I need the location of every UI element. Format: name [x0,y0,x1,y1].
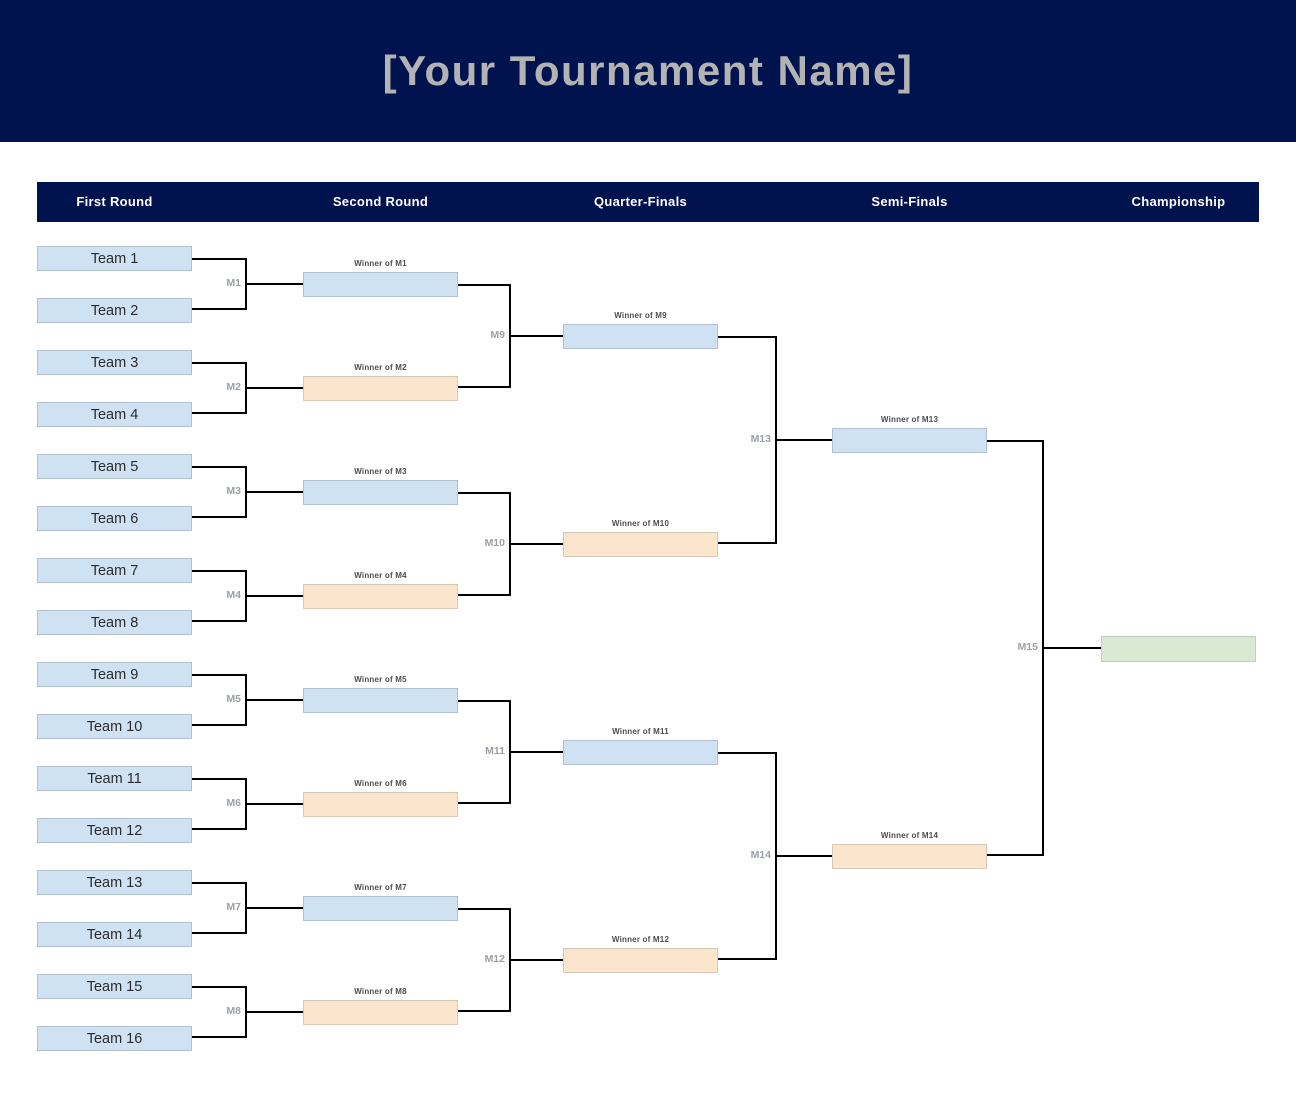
connector-m9 [458,284,511,388]
team-14-box: Team 14 [37,922,192,947]
winner-label-m14: Winner of M14 [880,831,939,840]
team-2-box: Team 2 [37,298,192,323]
round-label-first-round: First Round [76,194,153,209]
connector-m12-stub [511,959,563,961]
connector-m14-stub [777,855,832,857]
slot-winner-of-m2 [303,376,458,401]
slot-winner-of-m10 [563,532,718,557]
tournament-title: [Your Tournament Name] [382,47,914,94]
connector-m3-stub [247,491,303,493]
slot-winner-of-m14 [832,844,987,869]
winner-label-m6: Winner of M6 [354,779,407,788]
round-label-quarter-finals: Quarter-Finals [593,194,688,209]
connector-m15 [987,440,1044,856]
team-11-box: Team 11 [37,766,192,791]
match-label-m1: M1 [226,277,241,289]
team-3-box: Team 3 [37,350,192,375]
connector-m6-stub [247,803,303,805]
team-7-box: Team 7 [37,558,192,583]
match-label-m9: M9 [490,329,505,341]
connector-m10 [458,492,511,596]
connector-m11 [458,700,511,804]
winner-label-m4: Winner of M4 [354,571,407,580]
team-12-box: Team 12 [37,818,192,843]
round-label-championship: Championship [1131,194,1226,209]
round-label-second-round: Second Round [332,194,429,209]
winner-label-m3: Winner of M3 [354,467,407,476]
connector-m13 [718,336,777,544]
connector-m5 [192,674,247,726]
connector-m12 [458,908,511,1012]
slot-winner-of-m1 [303,272,458,297]
match-label-m15: M15 [1017,641,1038,653]
match-label-m5: M5 [226,693,241,705]
match-label-m2: M2 [226,381,241,393]
slot-winner-of-m9 [563,324,718,349]
winner-label-m8: Winner of M8 [354,987,407,996]
team-1-box: Team 1 [37,246,192,271]
connector-m1 [192,258,247,310]
winner-label-m9: Winner of M9 [614,311,667,320]
team-5-box: Team 5 [37,454,192,479]
slot-winner-of-m13 [832,428,987,453]
match-label-m13: M13 [750,433,771,445]
slot-winner-of-m6 [303,792,458,817]
connector-m4-stub [247,595,303,597]
winner-label-m5: Winner of M5 [354,675,407,684]
match-label-m3: M3 [226,485,241,497]
slot-winner-of-m5 [303,688,458,713]
slot-winner-of-m11 [563,740,718,765]
match-label-m8: M8 [226,1005,241,1017]
round-label-semi-finals: Semi-Finals [871,194,948,209]
winner-label-m12: Winner of M12 [611,935,670,944]
match-label-m7: M7 [226,901,241,913]
connector-m5-stub [247,699,303,701]
winner-label-m1: Winner of M1 [354,259,407,268]
title-banner: [Your Tournament Name] [0,0,1296,142]
match-label-m11: M11 [485,745,505,757]
match-label-m12: M12 [484,953,505,965]
connector-m15-stub [1044,647,1101,649]
slot-winner-of-m4 [303,584,458,609]
connector-m7-stub [247,907,303,909]
slot-winner-of-m7 [303,896,458,921]
connector-m2 [192,362,247,414]
connector-m11-stub [511,751,563,753]
connector-m7 [192,882,247,934]
winner-label-m10: Winner of M10 [611,519,670,528]
slot-winner-of-m12 [563,948,718,973]
team-16-box: Team 16 [37,1026,192,1051]
round-labels-bar: First Round Second Round Quarter-Finals … [37,182,1259,222]
connector-m3 [192,466,247,518]
match-label-m14: M14 [750,849,771,861]
connector-m4 [192,570,247,622]
team-13-box: Team 13 [37,870,192,895]
team-6-box: Team 6 [37,506,192,531]
team-15-box: Team 15 [37,974,192,999]
connector-m2-stub [247,387,303,389]
team-9-box: Team 9 [37,662,192,687]
team-4-box: Team 4 [37,402,192,427]
connector-m9-stub [511,335,563,337]
winner-label-m11: Winner of M11 [612,727,669,736]
team-10-box: Team 10 [37,714,192,739]
winner-label-m13: Winner of M13 [880,415,939,424]
connector-m8 [192,986,247,1038]
connector-m1-stub [247,283,303,285]
connector-m8-stub [247,1011,303,1013]
winner-label-m7: Winner of M7 [354,883,407,892]
winner-label-m2: Winner of M2 [354,363,407,372]
slot-winner-of-m3 [303,480,458,505]
connector-m14 [718,752,777,960]
slot-champion [1101,636,1256,662]
connector-m6 [192,778,247,830]
match-label-m4: M4 [226,589,241,601]
match-label-m6: M6 [226,797,241,809]
connector-m13-stub [777,439,832,441]
match-label-m10: M10 [484,537,505,549]
slot-winner-of-m8 [303,1000,458,1025]
connector-m10-stub [511,543,563,545]
team-8-box: Team 8 [37,610,192,635]
